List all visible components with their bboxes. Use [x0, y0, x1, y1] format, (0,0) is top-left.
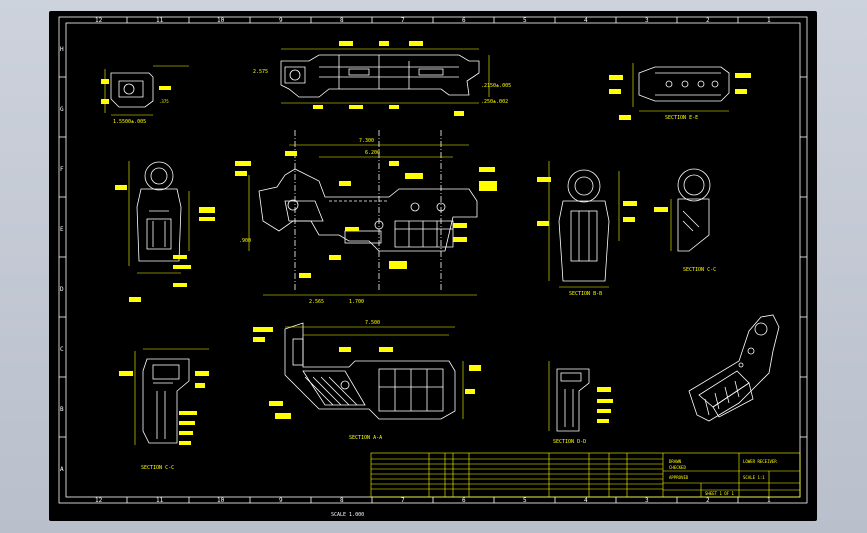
zone-top-7: 7 — [401, 17, 405, 24]
zone-top-10: 10 — [217, 17, 225, 24]
dim-2565: 2.565 — [309, 299, 324, 305]
zone-bottom-2: 2 — [706, 497, 710, 504]
view-section-c-right: SECTION C-C — [654, 168, 716, 273]
zone-side-d: D — [60, 286, 64, 293]
dim-900: .900 — [239, 238, 251, 244]
zone-bottom-5: 5 — [523, 497, 527, 504]
zone-bottom-7: 7 — [401, 497, 405, 504]
zone-top-2: 2 — [706, 17, 710, 24]
view-section-b: SECTION B-B — [537, 161, 637, 297]
label-section-dd: SECTION D-D — [553, 439, 586, 445]
zone-side-e: E — [60, 226, 64, 233]
view-top-upper-profile: .2150±.005 .250±.002 2.575 — [253, 41, 511, 116]
view-top-right-buffer: SECTION E-E — [609, 63, 751, 121]
zone-bottom-10: 10 — [217, 497, 225, 504]
zone-markers — [59, 17, 807, 503]
dim-1700: 1.700 — [349, 299, 364, 305]
drawing-sheet: 12 11 10 9 8 7 6 5 4 3 2 1 12 11 10 9 8 … — [58, 16, 808, 518]
view-front-end — [115, 161, 215, 302]
title-block: DRAWN CHECKED APPROVED LOWER RECEIVER SC… — [370, 452, 801, 498]
zone-side-c: C — [60, 346, 64, 353]
scale-note: SCALE 1.000 — [331, 512, 364, 518]
zone-top-11: 11 — [156, 17, 164, 24]
view-main-side: 7.300 6.200 2.565 1.700 .900 — [235, 130, 497, 305]
title-checked: CHECKED — [669, 465, 686, 470]
zone-bottom-3: 3 — [645, 497, 649, 504]
zone-top-9: 9 — [279, 17, 283, 24]
dim-6200: 6.200 — [365, 150, 380, 156]
dim-250: .250±.002 — [481, 99, 508, 105]
dim-375: .375 — [159, 99, 169, 104]
zone-top-6: 6 — [462, 17, 466, 24]
view-section-a: 7.500 SECTION A-A — [253, 320, 481, 441]
zone-bottom-4: 4 — [584, 497, 588, 504]
dim-215: .2150±.005 — [481, 83, 511, 89]
dim-2575: 2.575 — [253, 69, 268, 75]
view-isometric — [688, 314, 780, 422]
zone-side-a: A — [60, 466, 64, 473]
dim-1550: 1.5500±.005 — [113, 119, 146, 125]
zone-labels: 12 11 10 9 8 7 6 5 4 3 2 1 12 11 10 9 8 … — [60, 17, 771, 504]
zone-top-4: 4 — [584, 17, 588, 24]
zone-bottom-8: 8 — [340, 497, 344, 504]
zone-bottom-11: 11 — [156, 497, 164, 504]
zone-bottom-1: 1 — [767, 497, 771, 504]
drawing-canvas[interactable]: 12 11 10 9 8 7 6 5 4 3 2 1 12 11 10 9 8 … — [49, 11, 817, 521]
zone-bottom-12: 12 — [95, 497, 103, 504]
zone-side-h: H — [60, 46, 64, 53]
zone-top-3: 3 — [645, 17, 649, 24]
zone-top-8: 8 — [340, 17, 344, 24]
zone-top-12: 12 — [95, 17, 103, 24]
title-approved: APPROVED — [669, 475, 689, 480]
title-drawn: DRAWN — [669, 459, 682, 464]
view-label-e: SECTION E-E — [665, 115, 698, 121]
label-section-aa: SECTION A-A — [349, 435, 382, 441]
zone-top-1: 1 — [767, 17, 771, 24]
zone-top-5: 5 — [523, 17, 527, 24]
zone-side-g: G — [60, 106, 64, 113]
dim-7300: 7.300 — [359, 138, 374, 144]
outer-border — [58, 16, 808, 504]
title-scale: SCALE 1:1 — [743, 475, 765, 480]
zone-side-f: F — [60, 166, 64, 173]
label-section-bb: SECTION B-B — [569, 291, 602, 297]
label-section-bottom: SECTION C-C — [141, 465, 174, 471]
zone-bottom-6: 6 — [462, 497, 466, 504]
zone-side-b: B — [60, 406, 64, 413]
zone-bottom-9: 9 — [279, 497, 283, 504]
view-section-bottom-left: SECTION C-C — [119, 348, 209, 471]
label-section-cc: SECTION C-C — [683, 267, 716, 273]
title-sheet: SHEET 1 OF 1 — [705, 491, 734, 496]
title-part-name: LOWER RECEIVER — [743, 459, 777, 464]
dim-7500: 7.500 — [365, 320, 380, 326]
view-top-left-end: 1.5500±.005 .375 — [101, 65, 189, 125]
view-section-d: SECTION D-D — [548, 361, 613, 445]
inner-border — [65, 22, 801, 498]
